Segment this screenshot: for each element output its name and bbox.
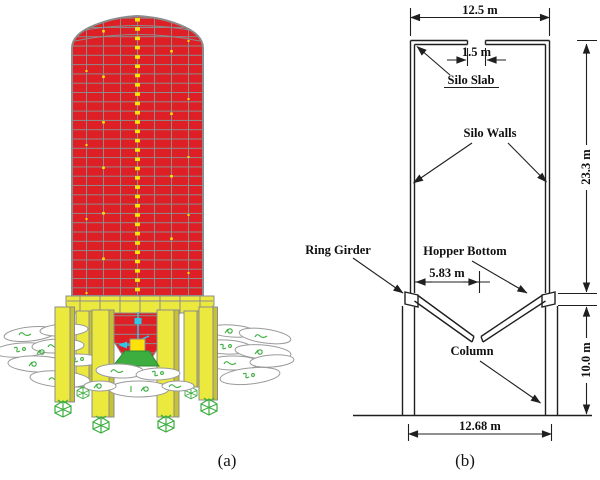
- label-silo-walls-text: Silo Walls: [464, 126, 517, 140]
- silo-shell-mesh: [71, 14, 204, 297]
- dim-roof-opening: 1.5 m: [447, 45, 506, 66]
- columns: [401, 306, 559, 415]
- ring-girder-band: [65, 295, 215, 314]
- panel-a-fe-model: (a): [0, 14, 295, 470]
- label-hopper-bottom: Hopper Bottom: [423, 244, 528, 294]
- hopper-left: [414, 294, 475, 343]
- dim-base-width-text: 12.68 m: [459, 419, 501, 433]
- foundation-ellipses-centre: [83, 363, 195, 398]
- dim-hopper-half-width-text: 5.83 m: [429, 266, 465, 280]
- label-silo-slab-text: Silo Slab: [448, 73, 495, 87]
- ring-girder-right: [541, 291, 556, 308]
- hopper-right: [480, 294, 546, 343]
- caption-a: (a): [218, 451, 237, 470]
- dim-silo-height: 23.3 m: [558, 39, 597, 295]
- outlet-node: [129, 338, 146, 353]
- caption-b: (b): [455, 451, 475, 470]
- foundation-ellipses-right: [199, 324, 295, 386]
- silo-section-outline: [353, 39, 592, 417]
- dim-column-height-text: 10.0 m: [579, 342, 593, 378]
- label-silo-slab: Silo Slab: [416, 46, 499, 89]
- dim-top-width-text: 12.5 m: [462, 3, 498, 17]
- label-ring-girder-text: Ring Girder: [305, 243, 371, 257]
- outlet-cone: [111, 350, 160, 367]
- dim-silo-height-text: 23.3 m: [579, 149, 593, 185]
- ring-girder-left: [404, 291, 419, 308]
- label-column-text: Column: [450, 344, 493, 358]
- dim-column-height: 10.0 m: [558, 304, 597, 415]
- dim-roof-opening-text: 1.5 m: [462, 45, 492, 59]
- label-silo-walls: Silo Walls: [413, 126, 547, 184]
- dim-top-width: 12.5 m: [409, 3, 551, 36]
- dim-base-width: 12.68 m: [407, 419, 553, 441]
- dim-hopper-half-width: 5.83 m: [414, 266, 490, 293]
- support-symbols: [54, 397, 218, 434]
- label-hopper-bottom-text: Hopper Bottom: [423, 244, 507, 258]
- panel-b-schematic: 12.5 m 1.5 m Silo Slab Silo Walls 23.3 m: [305, 3, 597, 470]
- label-column: Column: [450, 344, 541, 404]
- label-ring-girder: Ring Girder: [305, 243, 404, 294]
